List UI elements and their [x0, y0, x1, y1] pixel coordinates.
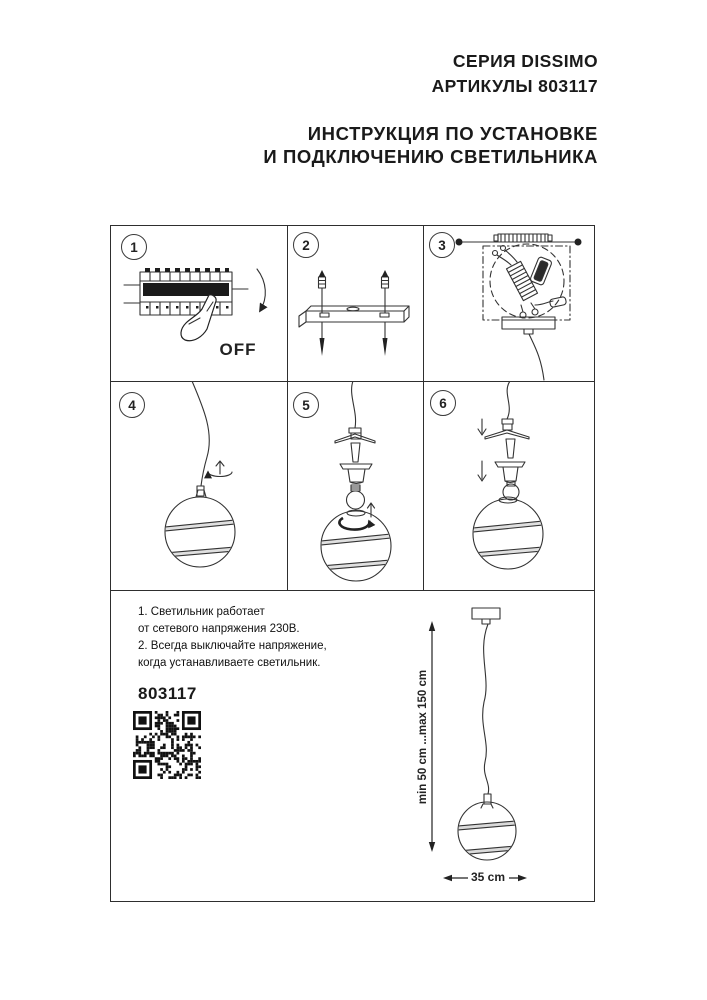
series-title: СЕРИЯ DISSIMO: [452, 51, 598, 71]
step1-power-off-illustration: [123, 268, 268, 342]
header-series-block: СЕРИЯ DISSIMO АРТИКУЛЫ 803117: [432, 49, 598, 99]
unscrew-rotate-icon: [204, 460, 233, 479]
step-4-number: 4: [119, 392, 145, 418]
turn-off-arrow-icon: [256, 268, 268, 313]
note-line-4: когда устанавливаете светильник.: [138, 657, 321, 669]
push-down-arrows-icon: [477, 418, 487, 482]
grid-vline-1: [287, 225, 289, 590]
articles-title: АРТИКУЛЫ 803117: [431, 76, 598, 96]
instruction-line-2: И ПОДКЛЮЧЕНИЮ СВЕТИЛЬНИКА: [263, 146, 598, 167]
dimension-drawing: [428, 607, 527, 882]
pointing-hand-icon: [180, 294, 217, 342]
step4-pendant-illustration: [164, 381, 236, 568]
grid-hline-2: [110, 590, 595, 592]
step-6-number: 6: [430, 390, 456, 416]
header-instruction-block: ИНСТРУКЦИЯ ПО УСТАНОВКЕ И ПОДКЛЮЧЕНИЮ СВ…: [263, 122, 598, 168]
off-label: OFF: [219, 340, 257, 359]
safety-notes: 1. Светильник работает от сетевого напря…: [138, 604, 368, 672]
step-2-number: 2: [293, 232, 319, 258]
grid-vline-2: [423, 225, 425, 590]
note-line-3: 2. Всегда выключайте напряжение,: [138, 640, 327, 652]
diameter-dimension-arrow: [443, 874, 527, 882]
step3-wiring-illustration: [455, 233, 582, 381]
step2-bracket-illustration: [298, 270, 410, 356]
screw-in-rotate-icon: [338, 502, 376, 531]
step5-bulb-illustration: [320, 381, 392, 582]
breaker-switch-row: [143, 283, 229, 296]
steps-grid-frame: [110, 225, 595, 902]
height-dimension-arrow: [428, 621, 436, 852]
note-line-2: от сетевого напряжения 230В.: [138, 623, 300, 635]
step-1-number: 1: [121, 234, 147, 260]
step-5-number: 5: [293, 392, 319, 418]
instruction-line-1: ИНСТРУКЦИЯ ПО УСТАНОВКЕ: [307, 123, 598, 144]
step6-assembly-illustration: [472, 381, 544, 570]
article-number: 803117: [138, 684, 197, 703]
step-3-number: 3: [429, 232, 455, 258]
note-line-1: 1. Светильник работает: [138, 606, 265, 618]
height-range-label: min 50 cm ...max 150 cm: [417, 669, 429, 805]
qr-code: [133, 711, 201, 779]
diameter-label: 35 cm: [470, 870, 506, 884]
